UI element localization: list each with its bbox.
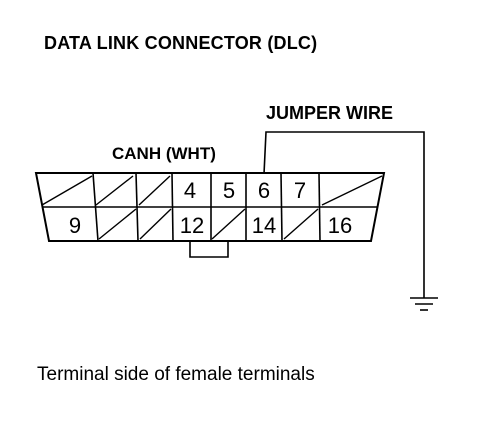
empty-cavity-hatches [41,175,383,240]
terminal-9: 9 [69,213,81,238]
caption: Terminal side of female terminals [37,364,315,385]
terminal-5: 5 [223,178,235,203]
terminal-12: 12 [180,213,204,238]
terminal-7: 7 [294,178,306,203]
connector-outline [34,172,386,242]
diagram-title: DATA LINK CONNECTOR (DLC) [44,33,318,53]
jumper-wire-label: JUMPER WIRE [266,103,394,123]
column-dividers [92,172,321,242]
ground-icon [410,297,438,311]
terminal-4: 4 [184,178,196,203]
terminal-6: 6 [258,178,270,203]
terminal-16: 16 [328,213,352,238]
canh-label: CANH (WHT) [112,144,216,163]
terminal-14: 14 [252,213,276,238]
jumper-wire [263,131,425,298]
connector-key-tab [189,241,229,258]
